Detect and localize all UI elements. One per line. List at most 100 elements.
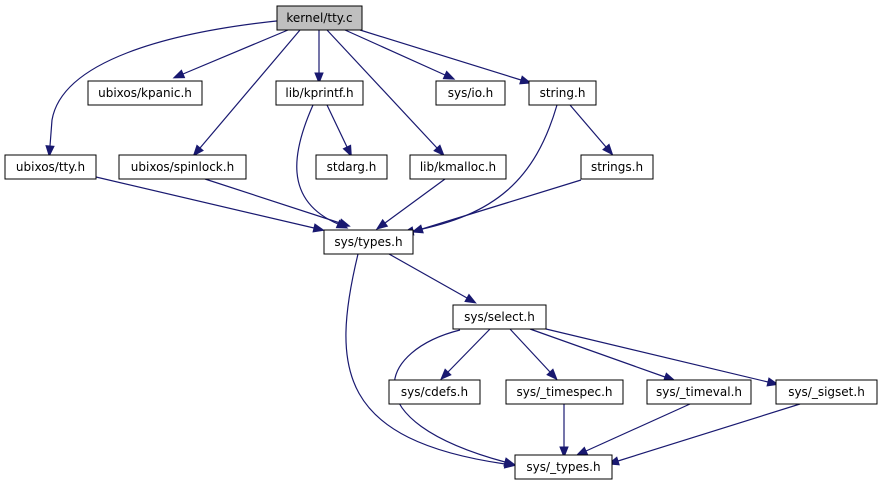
edge-lib_kprintf_h-to-sys_types_h — [296, 104, 349, 229]
node-label: ubixos/tty.h — [16, 160, 85, 174]
node-box — [118, 154, 247, 180]
edge-line — [182, 29, 289, 75]
nodes-layer: kernel/tty.c ubixos/kpanic.h lib/kprintf.h… — [4, 5, 878, 480]
node-label: kernel/tty.c — [286, 11, 352, 25]
edge-line — [617, 403, 801, 462]
node-sys--timeval-h[interactable]: sys/_timeval.h — [646, 379, 752, 405]
edge-line — [326, 29, 438, 149]
edge-kernel_tty_c-to-ubixos_tty_h — [45, 19, 287, 158]
node-sys--timespec-h[interactable]: sys/_timespec.h — [505, 379, 624, 405]
node-box — [315, 154, 388, 180]
arrowhead — [464, 293, 477, 304]
node-label: stdarg.h — [327, 160, 377, 174]
edge-kernel_tty_c-to-string_h — [359, 29, 532, 85]
edge-line — [388, 253, 468, 299]
node-box — [388, 379, 481, 405]
edge-sys__timeval_h-to-sys__types_h — [575, 403, 691, 456]
arrowhead — [503, 457, 516, 467]
arrowhead — [433, 144, 445, 157]
edge-kernel_tty_c-to-ubixos_spinlock_h — [192, 29, 301, 157]
node-lib-kmalloc-h[interactable]: lib/kmalloc.h — [409, 154, 507, 180]
edge-line — [95, 176, 315, 229]
node-sys--sigset-h[interactable]: sys/_sigset.h — [775, 379, 878, 405]
node-box — [452, 304, 547, 330]
node-sys-io-h[interactable]: sys/io.h — [435, 80, 506, 106]
node-box — [276, 5, 363, 31]
node-box — [409, 154, 507, 180]
node-lib-kprintf-h[interactable]: lib/kprintf.h — [275, 80, 364, 106]
edge-line — [545, 328, 769, 383]
node-label: ubixos/kpanic.h — [98, 86, 192, 100]
arrowhead — [602, 143, 614, 156]
edge-sys_select_h-to-sys__timespec_h — [509, 328, 558, 381]
node-label: sys/cdefs.h — [401, 385, 468, 399]
arrowhead — [546, 368, 558, 381]
arrowhead — [559, 446, 569, 459]
node-sys-types-h[interactable]: sys/types.h — [323, 229, 414, 255]
edge-sys_select_h-to-sys_cdefs_h — [440, 328, 491, 381]
edge-sys_types_h-to-sys__types_h — [345, 253, 517, 469]
arrowhead — [411, 224, 424, 234]
node-label: lib/kmalloc.h — [420, 160, 496, 174]
node-string-h[interactable]: string.h — [528, 80, 597, 106]
node-label: sys/_timeval.h — [656, 385, 742, 399]
edge-line — [509, 328, 551, 373]
edge-sys_types_h-to-sys_select_h — [388, 253, 477, 304]
node-box — [775, 379, 878, 405]
node-box — [323, 229, 414, 255]
node-box — [87, 80, 203, 106]
arrowhead — [575, 446, 589, 456]
node-box — [275, 80, 364, 106]
edge-sys__sigset_h-to-sys__types_h — [607, 403, 801, 466]
node-label: sys/io.h — [448, 86, 494, 100]
node-ubixos-tty-h[interactable]: ubixos/tty.h — [4, 154, 97, 180]
edge-line — [345, 253, 506, 465]
node-stdarg-h[interactable]: stdarg.h — [315, 154, 388, 180]
edge-lib_kprintf_h-to-stdarg_h — [326, 104, 352, 158]
arrowhead — [172, 69, 186, 79]
node-box — [514, 454, 613, 480]
arrowhead — [335, 219, 349, 229]
arrowhead — [45, 145, 55, 158]
arrowhead — [342, 144, 352, 158]
edge-string_h-to-strings_h — [569, 104, 614, 156]
node-box — [580, 154, 654, 180]
edge-kernel_tty_c-to-sys_io_h — [344, 29, 456, 80]
node-label: ubixos/spinlock.h — [131, 160, 234, 174]
node-label: strings.h — [591, 160, 643, 174]
arrowhead — [442, 70, 456, 80]
arrowhead — [519, 75, 532, 85]
edges-layer — [45, 19, 801, 469]
edge-sys_select_h-to-sys__sigset_h — [545, 328, 780, 387]
arrowhead — [375, 218, 389, 230]
arrowhead — [440, 368, 452, 381]
node-ubixos-spinlock-h[interactable]: ubixos/spinlock.h — [118, 154, 247, 180]
node-strings-h[interactable]: strings.h — [580, 154, 654, 180]
node-label: string.h — [540, 86, 586, 100]
edge-kernel_tty_c-to-lib_kprintf_h — [314, 30, 324, 85]
edge-sys__timespec_h-to-sys__types_h — [559, 404, 569, 459]
node-sys--types-h[interactable]: sys/_types.h — [514, 454, 613, 480]
edge-line — [447, 328, 491, 373]
node-label: sys/_sigset.h — [788, 385, 865, 399]
edge-line — [384, 178, 446, 224]
edge-line — [49, 19, 287, 147]
edge-ubixos_tty_h-to-sys_types_h — [95, 176, 326, 233]
node-kernel-tty-c[interactable]: kernel/tty.c — [276, 5, 363, 31]
node-label: sys/select.h — [464, 310, 535, 324]
edge-line — [326, 104, 348, 148]
arrowhead — [314, 72, 324, 85]
edge-strings_h-to-sys_types_h — [411, 179, 582, 234]
node-box — [528, 80, 597, 106]
node-sys-select-h[interactable]: sys/select.h — [452, 304, 547, 330]
edge-line — [204, 178, 341, 224]
edge-kernel_tty_c-to-ubixos_kpanic_h — [172, 29, 289, 79]
node-sys-cdefs-h[interactable]: sys/cdefs.h — [388, 379, 481, 405]
arrowhead — [766, 377, 780, 387]
edge-line — [199, 29, 301, 149]
node-label: lib/kprintf.h — [285, 86, 353, 100]
edge-line — [344, 29, 446, 76]
node-ubixos-kpanic-h[interactable]: ubixos/kpanic.h — [87, 80, 203, 106]
node-label: sys/_timespec.h — [516, 385, 612, 399]
